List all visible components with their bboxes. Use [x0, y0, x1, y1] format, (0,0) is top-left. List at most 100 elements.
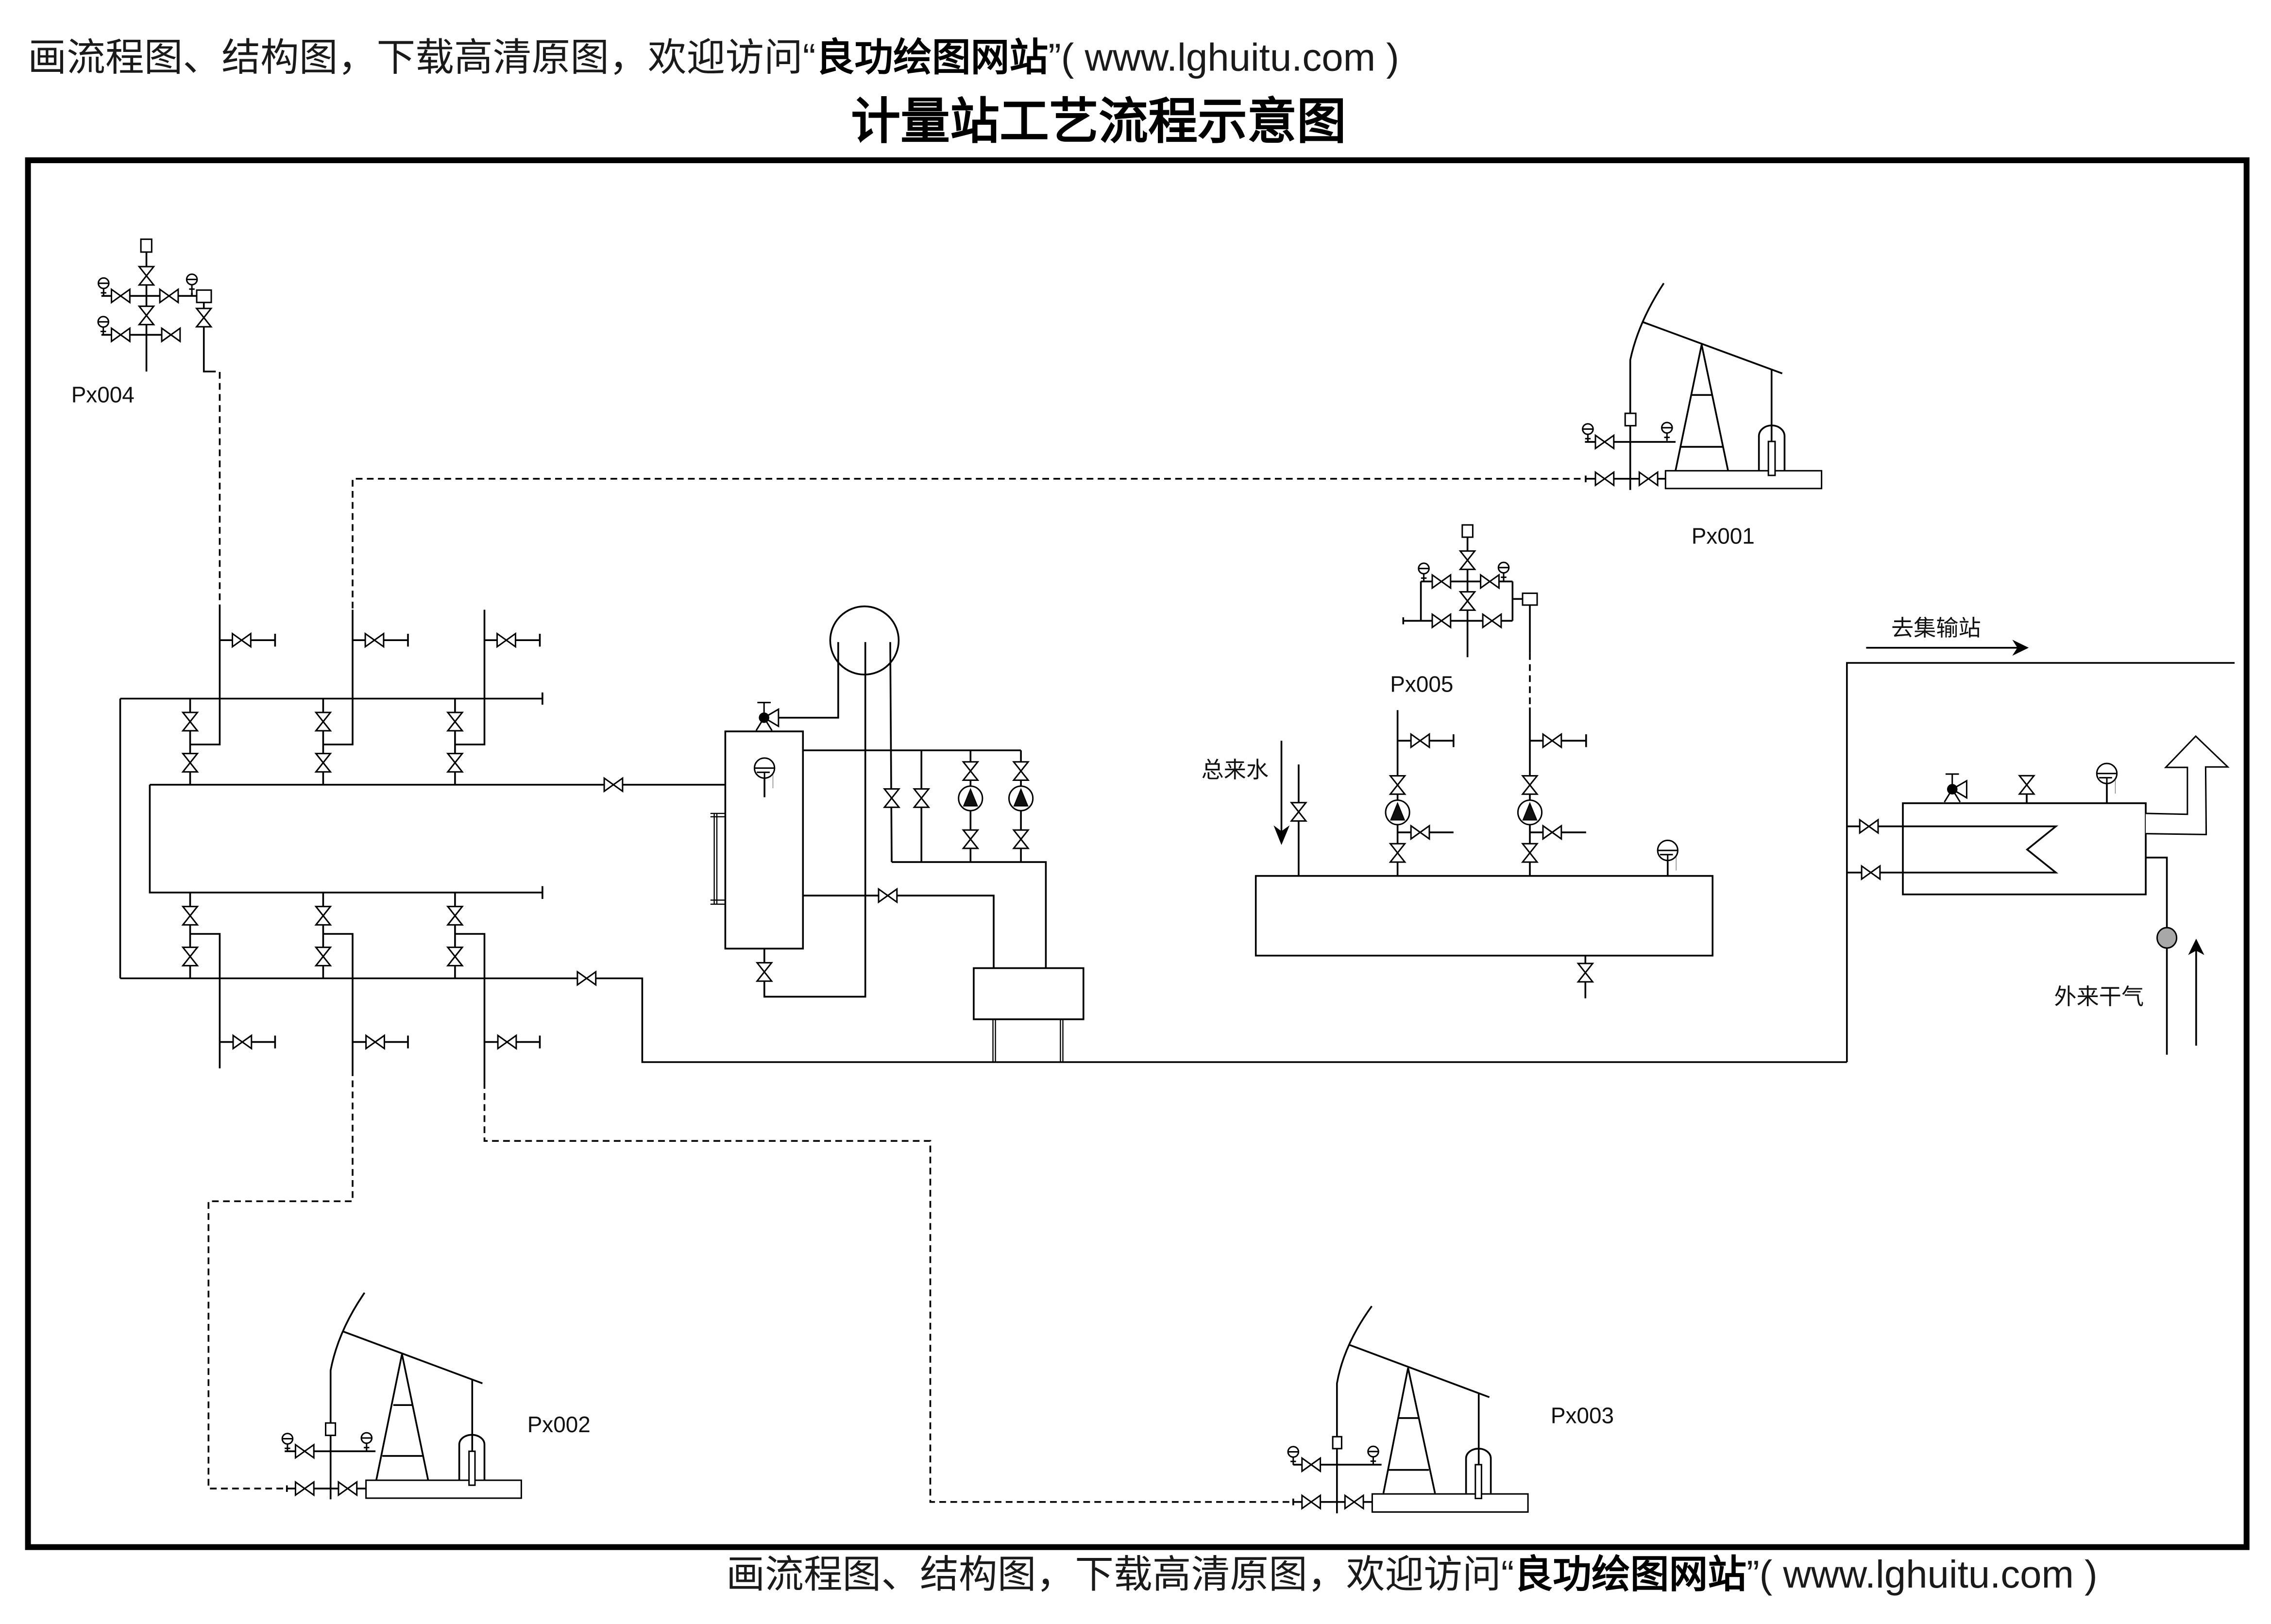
gate-valve-icon — [603, 777, 624, 792]
external-dry-gas-label: 外来干气 — [2054, 984, 2144, 1009]
gate-valve-icon — [497, 1034, 517, 1049]
drawing-frame — [25, 157, 2250, 1550]
pressure-gauge-icon — [186, 273, 198, 293]
watermark-suffix: ”( www.lghuitu.com ) — [1746, 1553, 2098, 1596]
water-tank — [1254, 875, 1713, 957]
gate-valve-icon — [1459, 550, 1476, 570]
pump-icon — [1385, 799, 1410, 826]
gate-valve-icon — [182, 947, 199, 966]
walking-beam — [1642, 321, 1783, 374]
gate-valve-icon — [338, 1481, 358, 1496]
gate-valve-icon — [364, 633, 385, 648]
wellhead-piping — [101, 252, 209, 372]
chimney-arrow-icon — [2146, 735, 2230, 835]
pump-icon — [1517, 799, 1543, 826]
gate-valve-icon — [1390, 775, 1406, 795]
water-inlet-label: 总来水 — [1201, 757, 1269, 782]
gate-valve-icon — [1542, 825, 1562, 840]
vessels — [724, 605, 2147, 1020]
gate-valve-icon — [1594, 434, 1615, 449]
pressure-gauge-icon — [97, 316, 110, 336]
gate-valve-icon — [315, 947, 331, 966]
manifold — [119, 609, 1847, 1083]
gate-valve-icon — [1638, 471, 1659, 486]
samson-post — [375, 1353, 429, 1480]
fuel-gas-line — [2146, 856, 2168, 1055]
box-connection-legs — [992, 1019, 1064, 1062]
wellhead-choke-box — [196, 289, 212, 304]
horsehead-and-wellbore — [329, 1292, 366, 1500]
gate-valve-icon — [1290, 802, 1307, 822]
gate-valve-icon — [1013, 829, 1029, 849]
well-flowlines — [207, 371, 1581, 1503]
gate-valve-icon — [1344, 1494, 1364, 1509]
gate-valve-icon — [883, 788, 900, 808]
wellhead-px005: Px005 — [1390, 524, 1538, 708]
gate-valve-icon — [161, 327, 181, 342]
gate-valve-icon — [1013, 761, 1029, 781]
pumping-unit-px001: Px001 — [1582, 283, 1823, 548]
gate-valve-icon — [1482, 613, 1502, 628]
page-title: 计量站工艺流程示意图 — [851, 94, 1346, 149]
flowline-px003 — [483, 1082, 1292, 1503]
gas-flowmeter-icon — [2156, 927, 2178, 949]
manifold-branch-3-lower — [454, 892, 541, 1083]
well-label-px001: Px001 — [1692, 523, 1755, 548]
gate-valve-icon — [294, 1444, 315, 1459]
pressure-gauge-icon — [360, 1432, 373, 1452]
pumping-unit-base — [1664, 470, 1823, 490]
gate-valve-icon — [1861, 865, 1881, 880]
gate-valve-icon — [1522, 843, 1538, 863]
gate-valve-icon — [913, 788, 930, 808]
pump-icon — [1008, 785, 1034, 812]
pressure-gauge-icon — [1287, 1446, 1300, 1466]
pressure-gauge-icon — [281, 1433, 294, 1453]
gate-valve-icon — [1542, 733, 1562, 748]
flow-arrow-icon — [2188, 938, 2204, 955]
flow-arrow-icon — [1273, 825, 1290, 845]
pressure-gauge-icon — [1367, 1445, 1379, 1466]
gate-valve-icon — [447, 753, 463, 773]
safety-valve-icon — [1943, 773, 1967, 803]
flowline-px001 — [352, 477, 1581, 610]
gate-valve-icon — [496, 633, 516, 648]
crank-arm — [1767, 440, 1776, 476]
pressure-gauge-icon — [1418, 562, 1430, 583]
watermark-site-name: 良功绘图网站 — [816, 35, 1049, 79]
gate-valve-icon — [196, 307, 212, 328]
gate-valve-icon — [962, 829, 979, 849]
crank-arm — [1474, 1464, 1482, 1499]
gate-valve-icon — [1522, 775, 1538, 795]
watermark-site-name: 良功绘图网站 — [1514, 1553, 1746, 1596]
gate-valve-icon — [576, 971, 597, 986]
gate-valve-icon — [232, 1034, 253, 1049]
wellhead-px004: Px004 — [71, 238, 212, 407]
tank-return-line — [889, 642, 893, 863]
pressure-gauge-icon — [1497, 561, 1510, 582]
gate-valve-icon — [1301, 1494, 1322, 1509]
gate-valve-icon — [182, 711, 199, 732]
metering-separator-unit — [710, 642, 1064, 1062]
crank-cover — [1758, 424, 1786, 471]
manifold-branch-2-lower — [322, 892, 409, 1069]
export-line — [1846, 662, 2235, 1062]
gate-valve-icon — [1410, 733, 1430, 748]
wellhead-cap — [1332, 1436, 1342, 1450]
flowline-px004 — [209, 371, 221, 610]
gate-valve-icon — [1577, 963, 1593, 983]
pump-branch-2 — [1529, 707, 1587, 876]
manifold-branch-3-upper — [454, 609, 541, 785]
well-label-px002: Px002 — [527, 1412, 591, 1437]
watermark-top: 画流程图、结构图，下载高清原图，欢迎访问“良功绘图网站”( www.lghuit… — [28, 35, 1399, 79]
gate-valve-icon — [447, 711, 463, 732]
heating-furnace-unit: 去集输站 外来干气 — [1846, 615, 2235, 1062]
pressure-gauge-icon — [1661, 422, 1673, 442]
gate-valve-icon — [1480, 574, 1500, 589]
gate-valve-icon — [138, 266, 155, 286]
gate-valve-icon — [756, 962, 773, 982]
gate-valve-icon — [1431, 574, 1452, 589]
gate-valve-icon — [182, 753, 199, 773]
well-label-px005: Px005 — [1390, 671, 1453, 696]
to-gathering-station-label: 去集输站 — [1891, 615, 1981, 641]
